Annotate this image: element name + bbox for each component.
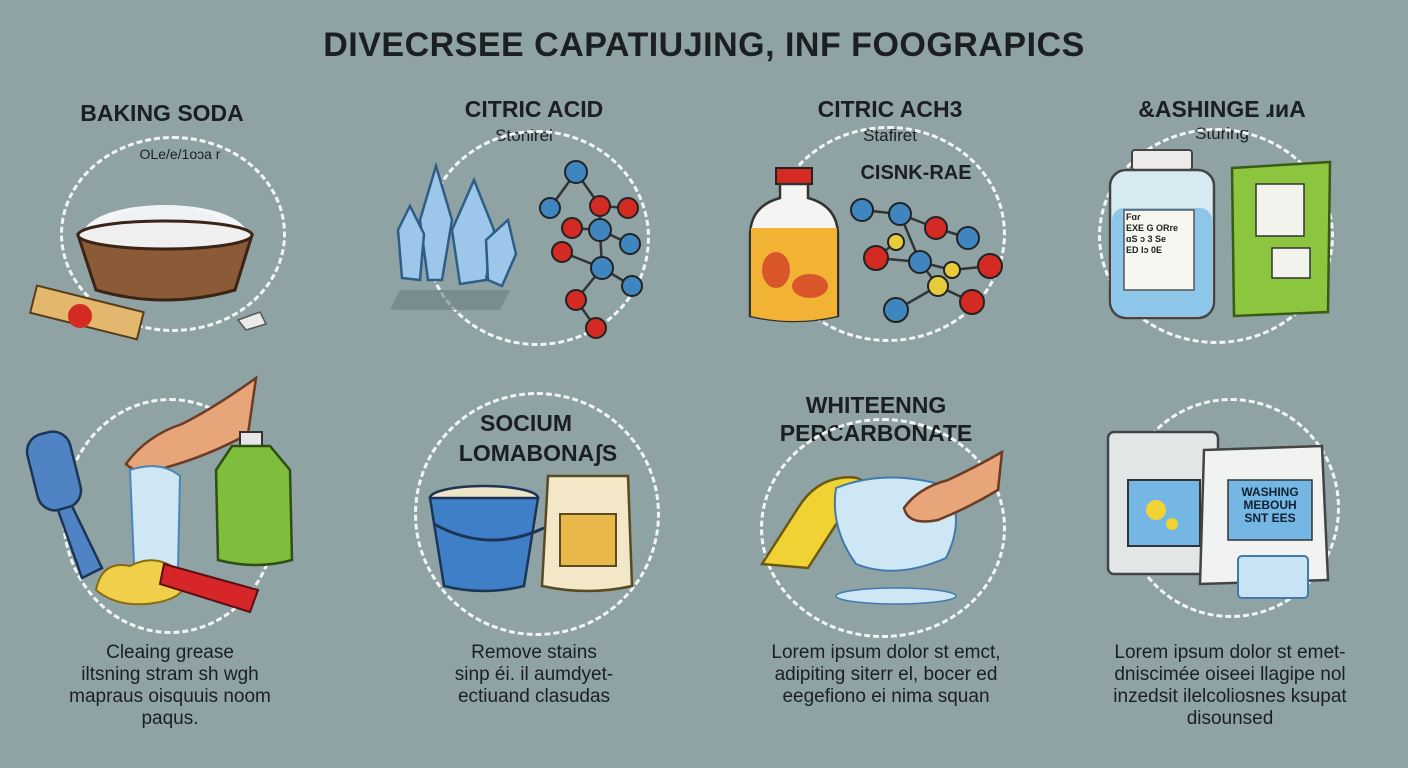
caption-line: inzedsit ilelcoliosnes ksupat xyxy=(1113,686,1347,707)
bucket-icon xyxy=(428,484,545,593)
panel-heading: CITRIC ACID xyxy=(464,96,604,122)
panel-heading: CITRIC ACH3 xyxy=(817,96,963,122)
molecule-icon xyxy=(539,160,643,339)
panel-heading: SOCIUM xyxy=(480,410,572,436)
dashed-ring xyxy=(414,392,660,636)
panel-caption: Remove stains sinp éi. il aumdyet- ectiu… xyxy=(364,642,704,708)
panel-heading: WHITEENNG xyxy=(805,392,947,418)
jar-label-line: EXE G ORre xyxy=(1126,223,1179,233)
panel-caption: Lorem ipsum dolor st emct, adipiting sit… xyxy=(716,642,1056,708)
bag-label-line: SNT EES xyxy=(1244,511,1296,525)
sack-icon xyxy=(540,474,634,593)
caption-line: paqus. xyxy=(141,708,199,729)
washer-icon xyxy=(1106,430,1220,576)
caption-line: Lorem ipsum dolor st emct, xyxy=(771,642,1001,663)
caption-line: sinp éi. il aumdyet- xyxy=(454,664,614,685)
page-title: DIVECRSEE CAPATIUJING, INF FOOGRAPICS xyxy=(323,26,1085,64)
molecule-icon xyxy=(850,198,1003,323)
jar-label: Fɑɾ EXE G ORre ɑS ɔ 3 Se ED Iɔ 0E xyxy=(1126,212,1196,256)
bag-label: WASHING MEBOUH SNT EES xyxy=(1228,486,1312,525)
panel-heading: BAKING SODA xyxy=(80,100,244,126)
panel-heading: LOMABONAʃS xyxy=(458,440,618,466)
caption-line: dniscimée oiseei llagipe nol xyxy=(1114,664,1346,685)
bottle-icon xyxy=(748,167,840,323)
soda-bowl-icon xyxy=(28,205,268,341)
caption-line: eegefiono ei nima squan xyxy=(782,686,990,707)
caption-line: ectiuand clasudas xyxy=(457,686,611,707)
panel-caption: Cleaing grease iltsning stram sh wgh map… xyxy=(0,642,340,730)
caption-line: disounsed xyxy=(1186,708,1274,729)
scraper-icon xyxy=(158,562,260,614)
hand-icon xyxy=(124,375,258,473)
panel-caption: Lorem ipsum dolor st emet- dniscimée ois… xyxy=(1060,642,1400,730)
hand-icon xyxy=(902,449,1004,523)
dashed-ring xyxy=(1098,128,1334,344)
caption-line: Remove stains xyxy=(471,642,597,663)
crystal-icon xyxy=(390,161,518,310)
jar-label-line: Fɑɾ xyxy=(1126,212,1141,222)
caption-line: adipiting siterr el, bocer ed xyxy=(774,664,998,685)
jar-label-line: ED Iɔ 0E xyxy=(1126,245,1163,255)
jug-icon xyxy=(214,431,294,567)
box-icon xyxy=(1230,160,1332,318)
jar-label-line: ɑS ɔ 3 Se xyxy=(1126,234,1167,244)
brush-icon xyxy=(25,430,104,580)
bag-label-line: MEBOUH xyxy=(1243,498,1297,512)
caption-line: Lorem ipsum dolor st emet- xyxy=(1114,642,1346,663)
jar-icon xyxy=(1108,149,1216,320)
panel-heading: &ASHINGE ɹᴎA xyxy=(1138,96,1306,122)
dashed-ring xyxy=(60,136,286,332)
caption-line: mapraus oisquuis noom xyxy=(69,686,271,707)
dashed-ring xyxy=(760,418,1006,638)
caption-line: iltsning stram sh wgh xyxy=(81,664,259,685)
detergent-bag-icon xyxy=(1198,444,1330,599)
bag-label-line: WASHING xyxy=(1241,485,1299,499)
caption-line: Cleaing grease xyxy=(106,642,234,663)
